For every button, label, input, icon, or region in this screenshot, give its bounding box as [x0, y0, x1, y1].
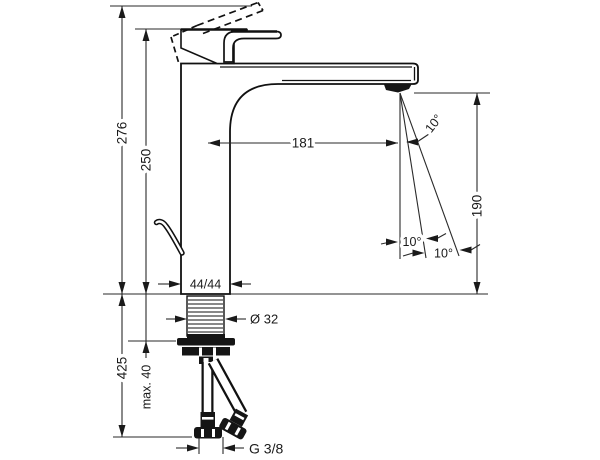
- dim-thread: G 3/8: [249, 441, 283, 457]
- aerator: [384, 83, 412, 93]
- handle-raised-dashed: [170, 1, 264, 65]
- mounting-flange: [177, 338, 235, 346]
- hose-angled: [207, 358, 249, 440]
- dim-angle-stream-right: 10°: [434, 247, 453, 261]
- dim-body-width: 44/44: [190, 278, 221, 292]
- extension-lines: [110, 5, 490, 454]
- hose-straight: [194, 362, 222, 439]
- dim-shank-diameter: Ø 32: [250, 312, 278, 327]
- dim-angle-spout: 10°: [423, 112, 446, 136]
- hose-fitting: [199, 356, 213, 364]
- dim-angle-stream-left: 10°: [403, 235, 422, 249]
- faucet-outline: [180, 62, 419, 295]
- mounting-nut: [182, 347, 230, 356]
- dim-handle-height: 250: [139, 149, 154, 172]
- washer: [187, 334, 225, 338]
- water-stream-lines: [399, 92, 460, 259]
- dimension-arrowheads: [118, 6, 481, 452]
- dim-install-depth: 425: [115, 357, 130, 380]
- dim-spout-height: 190: [470, 195, 485, 218]
- dim-spout-reach: 181: [292, 136, 315, 151]
- threaded-shank: [186, 295, 225, 337]
- dim-max-thickness: max. 40: [140, 365, 154, 410]
- handle-lever: [223, 30, 282, 63]
- dim-overall-height: 276: [115, 122, 130, 145]
- dimension-lines: [121, 6, 481, 449]
- spout-inner-detail-lines: [220, 66, 416, 82]
- popup-rod: [153, 218, 185, 256]
